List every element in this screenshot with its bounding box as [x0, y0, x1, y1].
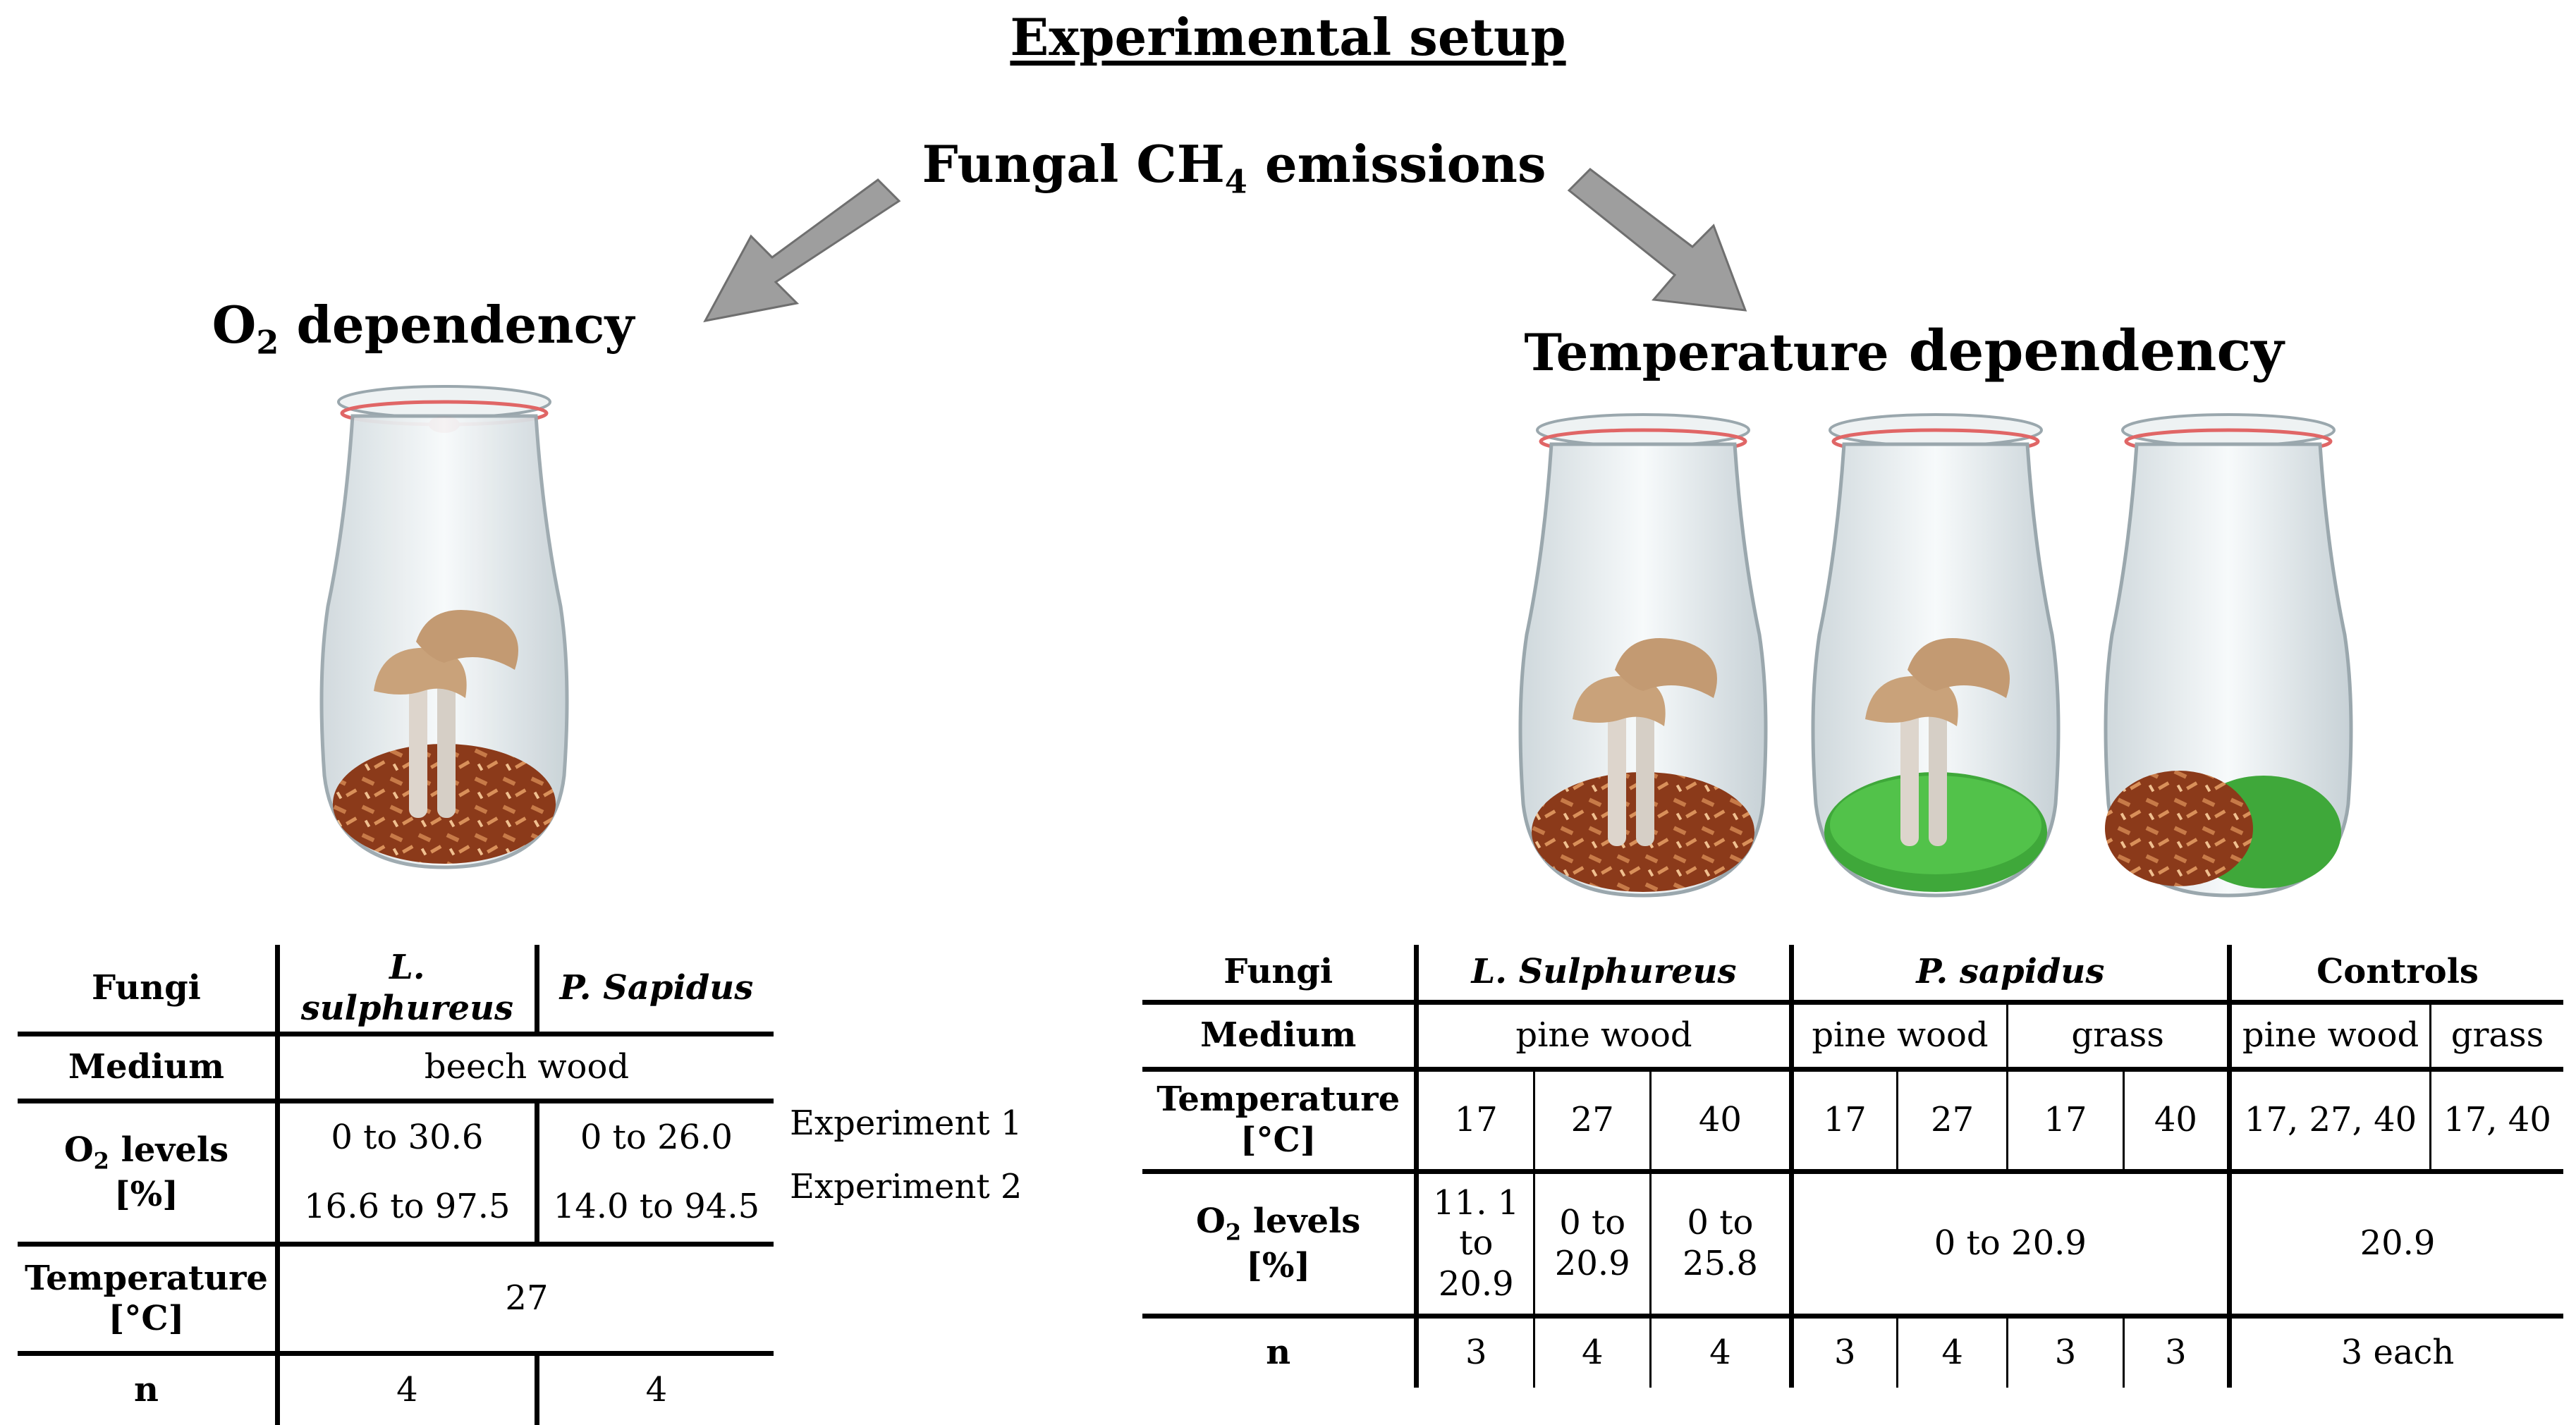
temperature-label: Temperature: [25, 1258, 268, 1298]
medium-p-sapidus-grass: grass: [2006, 1000, 2230, 1070]
o2-exp2-p-sapidus: 14.0 to 94.5: [534, 1173, 774, 1244]
temp-cell: 17: [1788, 1067, 1898, 1172]
n-p-sapidus: 4: [534, 1351, 774, 1425]
right-arrow: [1567, 168, 1747, 312]
temperature-unit: [°C]: [108, 1299, 185, 1339]
o2-label-suffix: levels: [109, 1130, 229, 1170]
jar-o2-wood-mushroom: [319, 385, 569, 869]
header-p-sapidus: P. Sapidus: [534, 945, 774, 1034]
o2-l-sulphureus-40: 0 to 25.8: [1649, 1169, 1792, 1316]
header-fungi: Fungi: [1223, 952, 1333, 992]
left-arrow: [703, 178, 901, 323]
heading-part-b: dependency: [1888, 317, 2284, 384]
temp-cell: 17, 27, 40: [2227, 1067, 2431, 1172]
row-label-o2-levels: O2 levels [%]: [1142, 1169, 1417, 1316]
o2-label: O: [63, 1130, 94, 1170]
o2-label-suffix: levels: [1241, 1201, 1361, 1241]
temp-cell: 40: [1649, 1067, 1792, 1172]
o2-l-sulphureus-27: 0 to 20.9: [1533, 1169, 1651, 1316]
header-controls: Controls: [2227, 945, 2563, 1003]
medium-p-sapidus-pine-wood: pine wood: [1788, 1000, 2008, 1070]
heading-part-a: Temperature: [1524, 322, 1889, 382]
o2-p-sapidus: 0 to 20.9: [1788, 1169, 2230, 1316]
row-label-temperature: Temperature [°C]: [18, 1242, 278, 1354]
fungal-ch4-heading: Fungal CH4 emissions: [846, 134, 1622, 200]
temp-cell: 27: [1533, 1067, 1651, 1172]
row-label-medium: Medium: [18, 1032, 278, 1101]
heading-subscript: 2: [256, 323, 279, 362]
o2-label-sub: 2: [1225, 1218, 1242, 1246]
o2-label: O: [1196, 1201, 1226, 1241]
row-label-n: n: [18, 1351, 278, 1425]
temp-cell: 27: [1896, 1067, 2008, 1172]
heading-suffix: dependency: [279, 295, 635, 355]
o2-dependency-heading: O2 dependency: [162, 295, 684, 361]
n-l-sulphureus: 4: [274, 1351, 537, 1425]
o2-controls: 20.9: [2227, 1169, 2563, 1316]
header-l-sulphureus: L. Sulphureus: [1414, 945, 1792, 1003]
o2-exp2-l-sulphureus: 16.6 to 97.5: [274, 1173, 537, 1244]
n-cell: 3: [2006, 1314, 2124, 1388]
n-cell: 4: [1649, 1314, 1792, 1388]
medium-l-sulphureus-pine-wood: pine wood: [1414, 1000, 1792, 1070]
o2-label-unit: [%]: [1246, 1245, 1311, 1285]
row-label-medium: Medium: [1142, 1000, 1417, 1070]
medium-controls-pine-wood: pine wood: [2227, 1000, 2431, 1070]
o2-exp1-l-sulphureus: 0 to 30.6: [274, 1099, 537, 1173]
heading-subscript: 4: [1224, 162, 1247, 201]
header-l-sulphureus: L. sulphureus: [274, 945, 537, 1034]
o2-l-sulphureus-17: 11. 1 to 20.9: [1414, 1169, 1534, 1316]
temp-cell: 17: [1414, 1067, 1534, 1172]
heading-prefix: O: [212, 295, 257, 355]
temperature-unit: [°C]: [1240, 1120, 1317, 1160]
n-cell: 4: [1533, 1314, 1651, 1388]
temp-cell: 17: [2006, 1067, 2124, 1172]
n-cell: 3: [1414, 1314, 1534, 1388]
temp-cell: 17, 40: [2429, 1067, 2563, 1172]
n-cell: 3: [2122, 1314, 2230, 1388]
row-label-o2-levels: O2 levels [%]: [18, 1099, 278, 1244]
jar-temperature-grass-mushroom: [1811, 413, 2061, 898]
medium-controls-grass: grass: [2429, 1000, 2563, 1070]
temp-cell: 40: [2122, 1067, 2230, 1172]
o2-exp1-p-sapidus: 0 to 26.0: [534, 1099, 774, 1173]
row-label-temperature: Temperature [°C]: [1142, 1067, 1417, 1172]
page-title: Experimental setup: [1010, 7, 1566, 67]
o2-label-sub: 2: [93, 1147, 109, 1175]
jar-temperature-wood-mushroom: [1518, 413, 1768, 898]
row-label-n: n: [1142, 1314, 1417, 1388]
jar-temperature-controls: [2104, 413, 2353, 898]
n-cell: 4: [1896, 1314, 2008, 1388]
note-experiment-2: Experiment 2: [790, 1167, 1023, 1206]
header-fungi: Fungi: [92, 967, 201, 1008]
o2-label-unit: [%]: [114, 1174, 178, 1214]
temperature-label: Temperature: [1156, 1080, 1400, 1120]
heading-prefix: Fungal CH: [922, 134, 1225, 194]
temperature-value: 27: [274, 1242, 774, 1354]
heading-suffix: emissions: [1247, 134, 1546, 194]
n-controls: 3 each: [2227, 1314, 2563, 1388]
medium-value: beech wood: [274, 1032, 774, 1101]
temperature-dependency-heading: Temperature dependency: [1446, 317, 2362, 384]
n-cell: 3: [1788, 1314, 1898, 1388]
o2-dependency-table: Fungi L. sulphureus P. Sapidus Medium be…: [18, 945, 774, 1425]
temperature-dependency-table: Fungi L. Sulphureus P. sapidus Controls …: [1142, 945, 2563, 1388]
header-p-sapidus: P. sapidus: [1788, 945, 2230, 1003]
note-experiment-1: Experiment 1: [790, 1103, 1023, 1143]
